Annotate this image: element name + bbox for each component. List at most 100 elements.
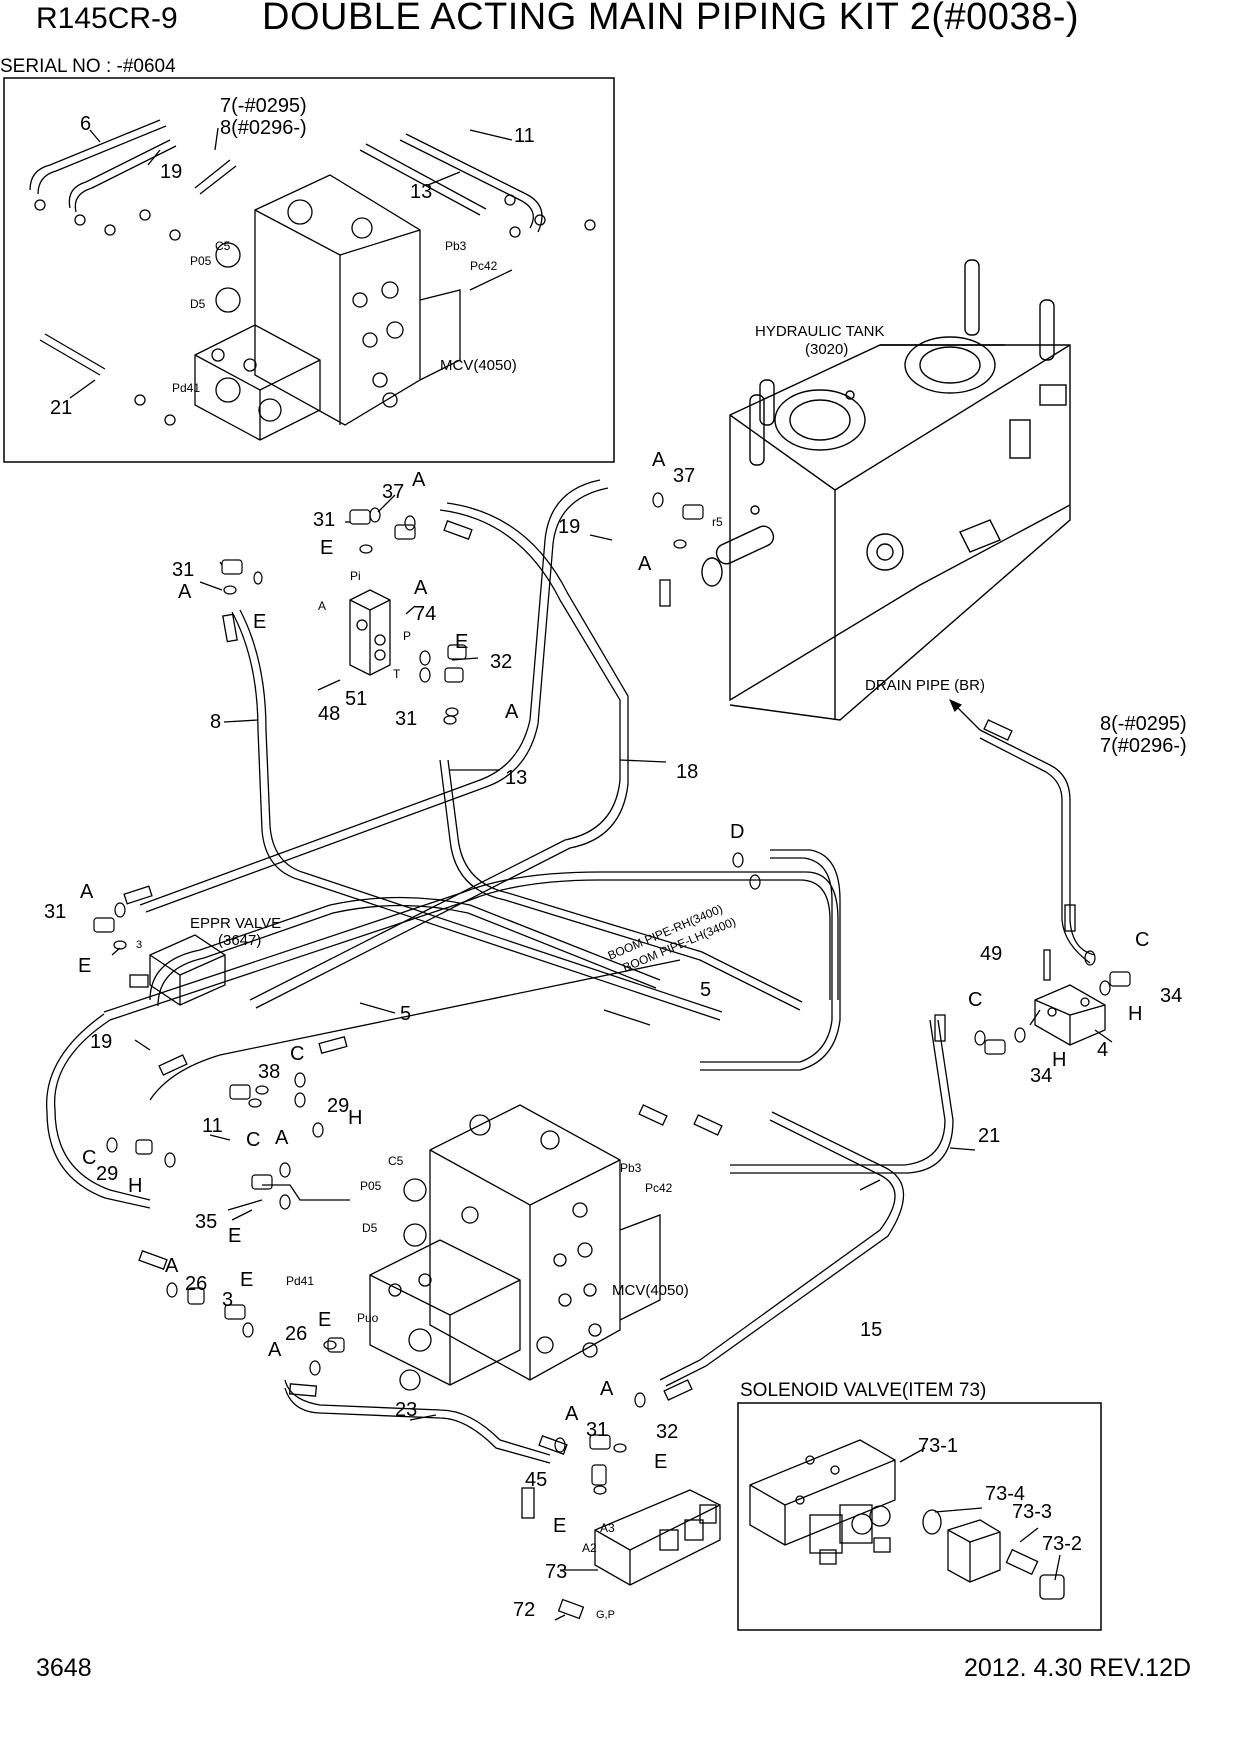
callout-e: E — [553, 1515, 566, 1537]
port-puo: Puo — [357, 1311, 379, 1325]
callout-e: E — [253, 611, 266, 633]
callout-31: 31 — [44, 901, 66, 923]
callout-11: 11 — [514, 125, 535, 147]
callout-73-4: 73-4 — [985, 1483, 1025, 1505]
port-c5: C5 — [215, 239, 231, 253]
callout-34: 34 — [1030, 1065, 1052, 1087]
page-number: 3648 — [36, 1654, 92, 1682]
inset-mcv-label: MCV(4050) — [440, 357, 517, 374]
callout-e: E — [78, 955, 91, 977]
callout-a: A — [275, 1127, 289, 1149]
callout-29: 29 — [327, 1095, 349, 1117]
eppr-valve-code: (3647) — [218, 932, 261, 949]
callout-a: A — [414, 577, 428, 599]
callout-74: 74 — [414, 603, 436, 625]
callout-13: 13 — [410, 181, 432, 203]
callout-a: A — [80, 881, 94, 903]
port-a2: A2 — [582, 1541, 597, 1555]
tank-port-r5: r5 — [712, 515, 723, 529]
callout-19: 19 — [558, 516, 580, 538]
port-p: P — [403, 629, 411, 643]
model-number: R145CR-9 — [36, 2, 178, 35]
callout-c: C — [82, 1147, 96, 1169]
callout-15: 15 — [860, 1319, 882, 1341]
callout-d: D — [730, 821, 744, 843]
callout-a: A — [165, 1255, 179, 1277]
callout-h: H — [1128, 1003, 1142, 1025]
callout-a: A — [268, 1339, 282, 1361]
callout-35: 35 — [195, 1211, 217, 1233]
tank-code: (3020) — [805, 341, 848, 358]
port-c5: C5 — [388, 1154, 404, 1168]
drain-pipe-label: DRAIN PIPE (BR) — [865, 677, 985, 694]
callout-32: 32 — [490, 651, 512, 673]
callout-e: E — [318, 1309, 331, 1331]
serial-number: SERIAL NO : -#0604 — [0, 56, 176, 77]
callout-18: 18 — [676, 761, 698, 783]
callout-51: 51 — [345, 688, 367, 710]
callout-a: A — [600, 1378, 614, 1400]
callout-45: 45 — [525, 1469, 547, 1491]
port-pd41: Pd41 — [172, 381, 200, 395]
callout-19: 19 — [160, 161, 182, 183]
port-gp: G,P — [596, 1609, 615, 1621]
callout-c: C — [1135, 929, 1149, 951]
callout-5: 5 — [400, 1003, 411, 1025]
callout-c: C — [246, 1129, 260, 1151]
callout-8: 8(#0296-) — [220, 117, 307, 139]
callout-7-drain: 7(#0296-) — [1100, 735, 1187, 757]
callout-a: A — [505, 701, 519, 723]
callout-7: 7(-#0295) — [220, 95, 307, 117]
solenoid-inset — [737, 1402, 1102, 1631]
callout-72: 72 — [513, 1599, 535, 1621]
port-a: A — [318, 599, 326, 613]
callout-31: 31 — [313, 509, 335, 531]
callout-23: 23 — [395, 1399, 417, 1421]
callout-a: A — [178, 581, 192, 603]
callout-a: A — [412, 469, 426, 491]
callout-73-3: 73-3 — [1012, 1501, 1052, 1523]
callout-21: 21 — [978, 1125, 1000, 1147]
callout-37: 37 — [673, 465, 695, 487]
inset-panel — [3, 77, 615, 463]
callout-32: 32 — [656, 1421, 678, 1443]
tank-label: HYDRAULIC TANK — [755, 323, 884, 340]
eppr-valve-label: EPPR VALVE — [190, 915, 281, 932]
port-pd41: Pd41 — [286, 1274, 314, 1288]
callout-4: 4 — [1097, 1039, 1108, 1061]
callout-38: 38 — [258, 1061, 280, 1083]
port-pc42: Pc42 — [470, 259, 498, 273]
callout-5: 5 — [700, 979, 711, 1001]
callout-49: 49 — [980, 943, 1002, 965]
callout-c: C — [968, 989, 982, 1011]
port-a3: A3 — [600, 1521, 615, 1535]
callout-26: 26 — [185, 1273, 207, 1295]
port-pb3: Pb3 — [445, 239, 467, 253]
callout-19: 19 — [90, 1031, 112, 1053]
callout-31: 31 — [395, 708, 417, 730]
callout-31: 31 — [172, 559, 194, 581]
mcv-label: MCV(4050) — [612, 1282, 689, 1299]
callout-73-1: 73-1 — [918, 1435, 958, 1457]
callout-31: 31 — [586, 1419, 608, 1441]
port-p05: P05 — [360, 1179, 382, 1193]
port-t: T — [393, 667, 401, 681]
hydraulic-tank — [701, 259, 1071, 721]
callout-e: E — [320, 537, 333, 559]
callout-73-2: 73-2 — [1042, 1533, 1082, 1555]
page-title: DOUBLE ACTING MAIN PIPING KIT 2(#0038-) — [262, 0, 1080, 38]
solenoid-valve-title: SOLENOID VALVE(ITEM 73) — [740, 1380, 986, 1401]
date-revision: 2012. 4.30 REV.12D — [964, 1654, 1192, 1682]
callout-3: 3 — [222, 1289, 233, 1311]
port-pc42: Pc42 — [645, 1181, 673, 1195]
callout-e: E — [455, 631, 468, 653]
callout-a: A — [565, 1403, 579, 1425]
callout-h: H — [128, 1175, 142, 1197]
callout-37: 37 — [382, 481, 404, 503]
callout-h: H — [1052, 1049, 1066, 1071]
port-p05: P05 — [190, 254, 212, 268]
callout-48: 48 — [318, 703, 340, 725]
callout-21: 21 — [50, 397, 72, 419]
callout-e: E — [240, 1269, 253, 1291]
